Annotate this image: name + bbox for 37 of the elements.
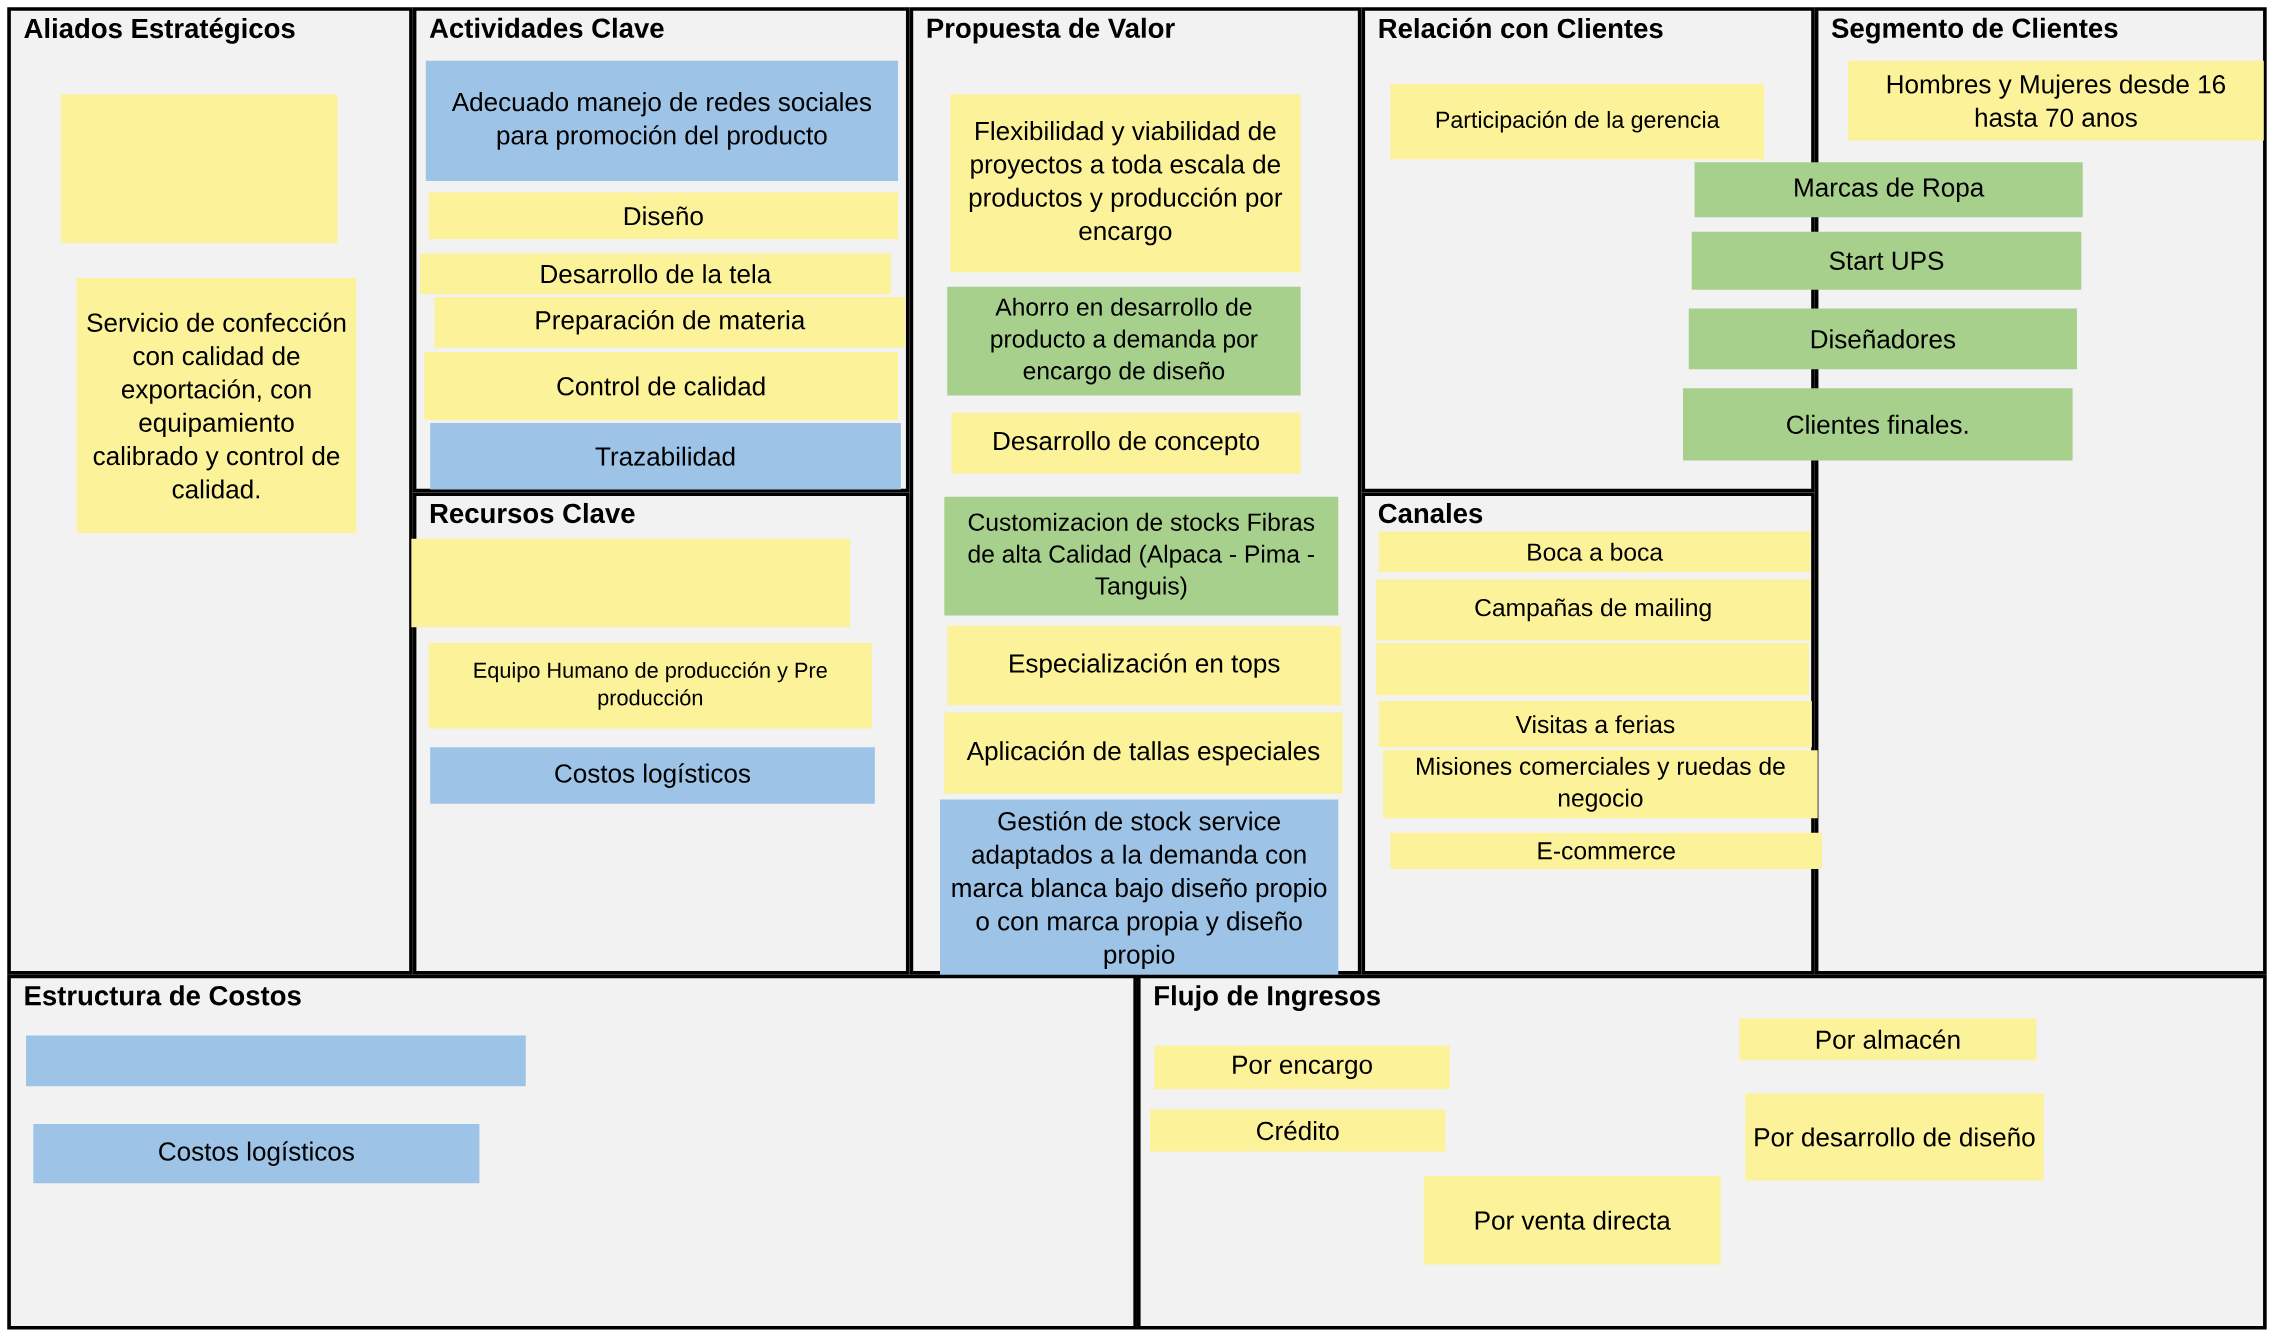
sticky-note: Costos logísticos [33, 1123, 480, 1184]
sticky-note [411, 538, 851, 627]
sticky-note [60, 93, 338, 244]
sticky-note: Visitas a ferias [1378, 700, 1812, 748]
sticky-note: Servicio de confección con calidad de exportación, con equipamiento calibrado y control de calidad. [76, 277, 357, 533]
sticky-note: Customizacion de stocks Fibras de alta Calidad (Alpaca - Pima - Tanguis) [944, 496, 1339, 616]
sticky-note: Hombres y Mujeres desde 16 hasta 70 anos [1848, 60, 2264, 141]
sticky-note: Preparación de materia [434, 296, 906, 348]
sticky-note: Clientes finales. [1683, 387, 2073, 461]
sticky-note: Adecuado manejo de redes sociales para promoción del producto [425, 60, 898, 181]
sticky-note: Gestión de stock service adaptados a la demanda con marca blanca bajo diseño propio o con marca propia y diseño propio [940, 799, 1339, 981]
sticky-note: Equipo Humano de producción y Pre producción [428, 642, 872, 729]
sticky-note: Desarrollo de concepto [951, 412, 1301, 474]
sticky-note [26, 1035, 526, 1087]
sticky-note: Boca a boca [1378, 531, 1811, 572]
sticky-note: Por almacén [1739, 1017, 2037, 1060]
sticky-note [1375, 642, 1809, 695]
sticky-note: Por venta directa [1423, 1175, 1721, 1265]
sticky-note: Start UPS [1691, 231, 2082, 290]
sticky-note: Marcas de Ropa [1694, 161, 2083, 217]
sticky-note: Participación de la gerencia [1390, 83, 1765, 160]
sticky-note: Aplicación de tallas especiales [944, 712, 1343, 794]
sticky-note: Flexibilidad y viabilidad de proyectos a toda escala de productos y producción por encargo [950, 93, 1301, 273]
sticky-note: E-commerce [1390, 832, 1823, 869]
sticky-note: Crédito [1150, 1109, 1446, 1152]
sticky-note: Trazabilidad [430, 422, 901, 490]
sticky-note: Desarrollo de la tela [420, 253, 891, 294]
sticky-note: Por desarrollo de diseño [1745, 1093, 2044, 1181]
sticky-note: Por encargo [1154, 1045, 1450, 1089]
sticky-note: Control de calidad [424, 351, 898, 420]
sticky-note: Costos logísticos [430, 747, 875, 804]
sticky-note: Ahorro en desarrollo de producto a demanda por encargo de diseño [947, 286, 1301, 396]
sticky-note: Especialización en tops [947, 625, 1342, 706]
sticky-note: Misiones comerciales y ruedas de negocio [1383, 750, 1818, 819]
sticky-note: Campañas de mailing [1375, 579, 1811, 640]
sticky-note: Diseño [428, 192, 898, 239]
sticky-note: Diseñadores [1688, 308, 2077, 370]
